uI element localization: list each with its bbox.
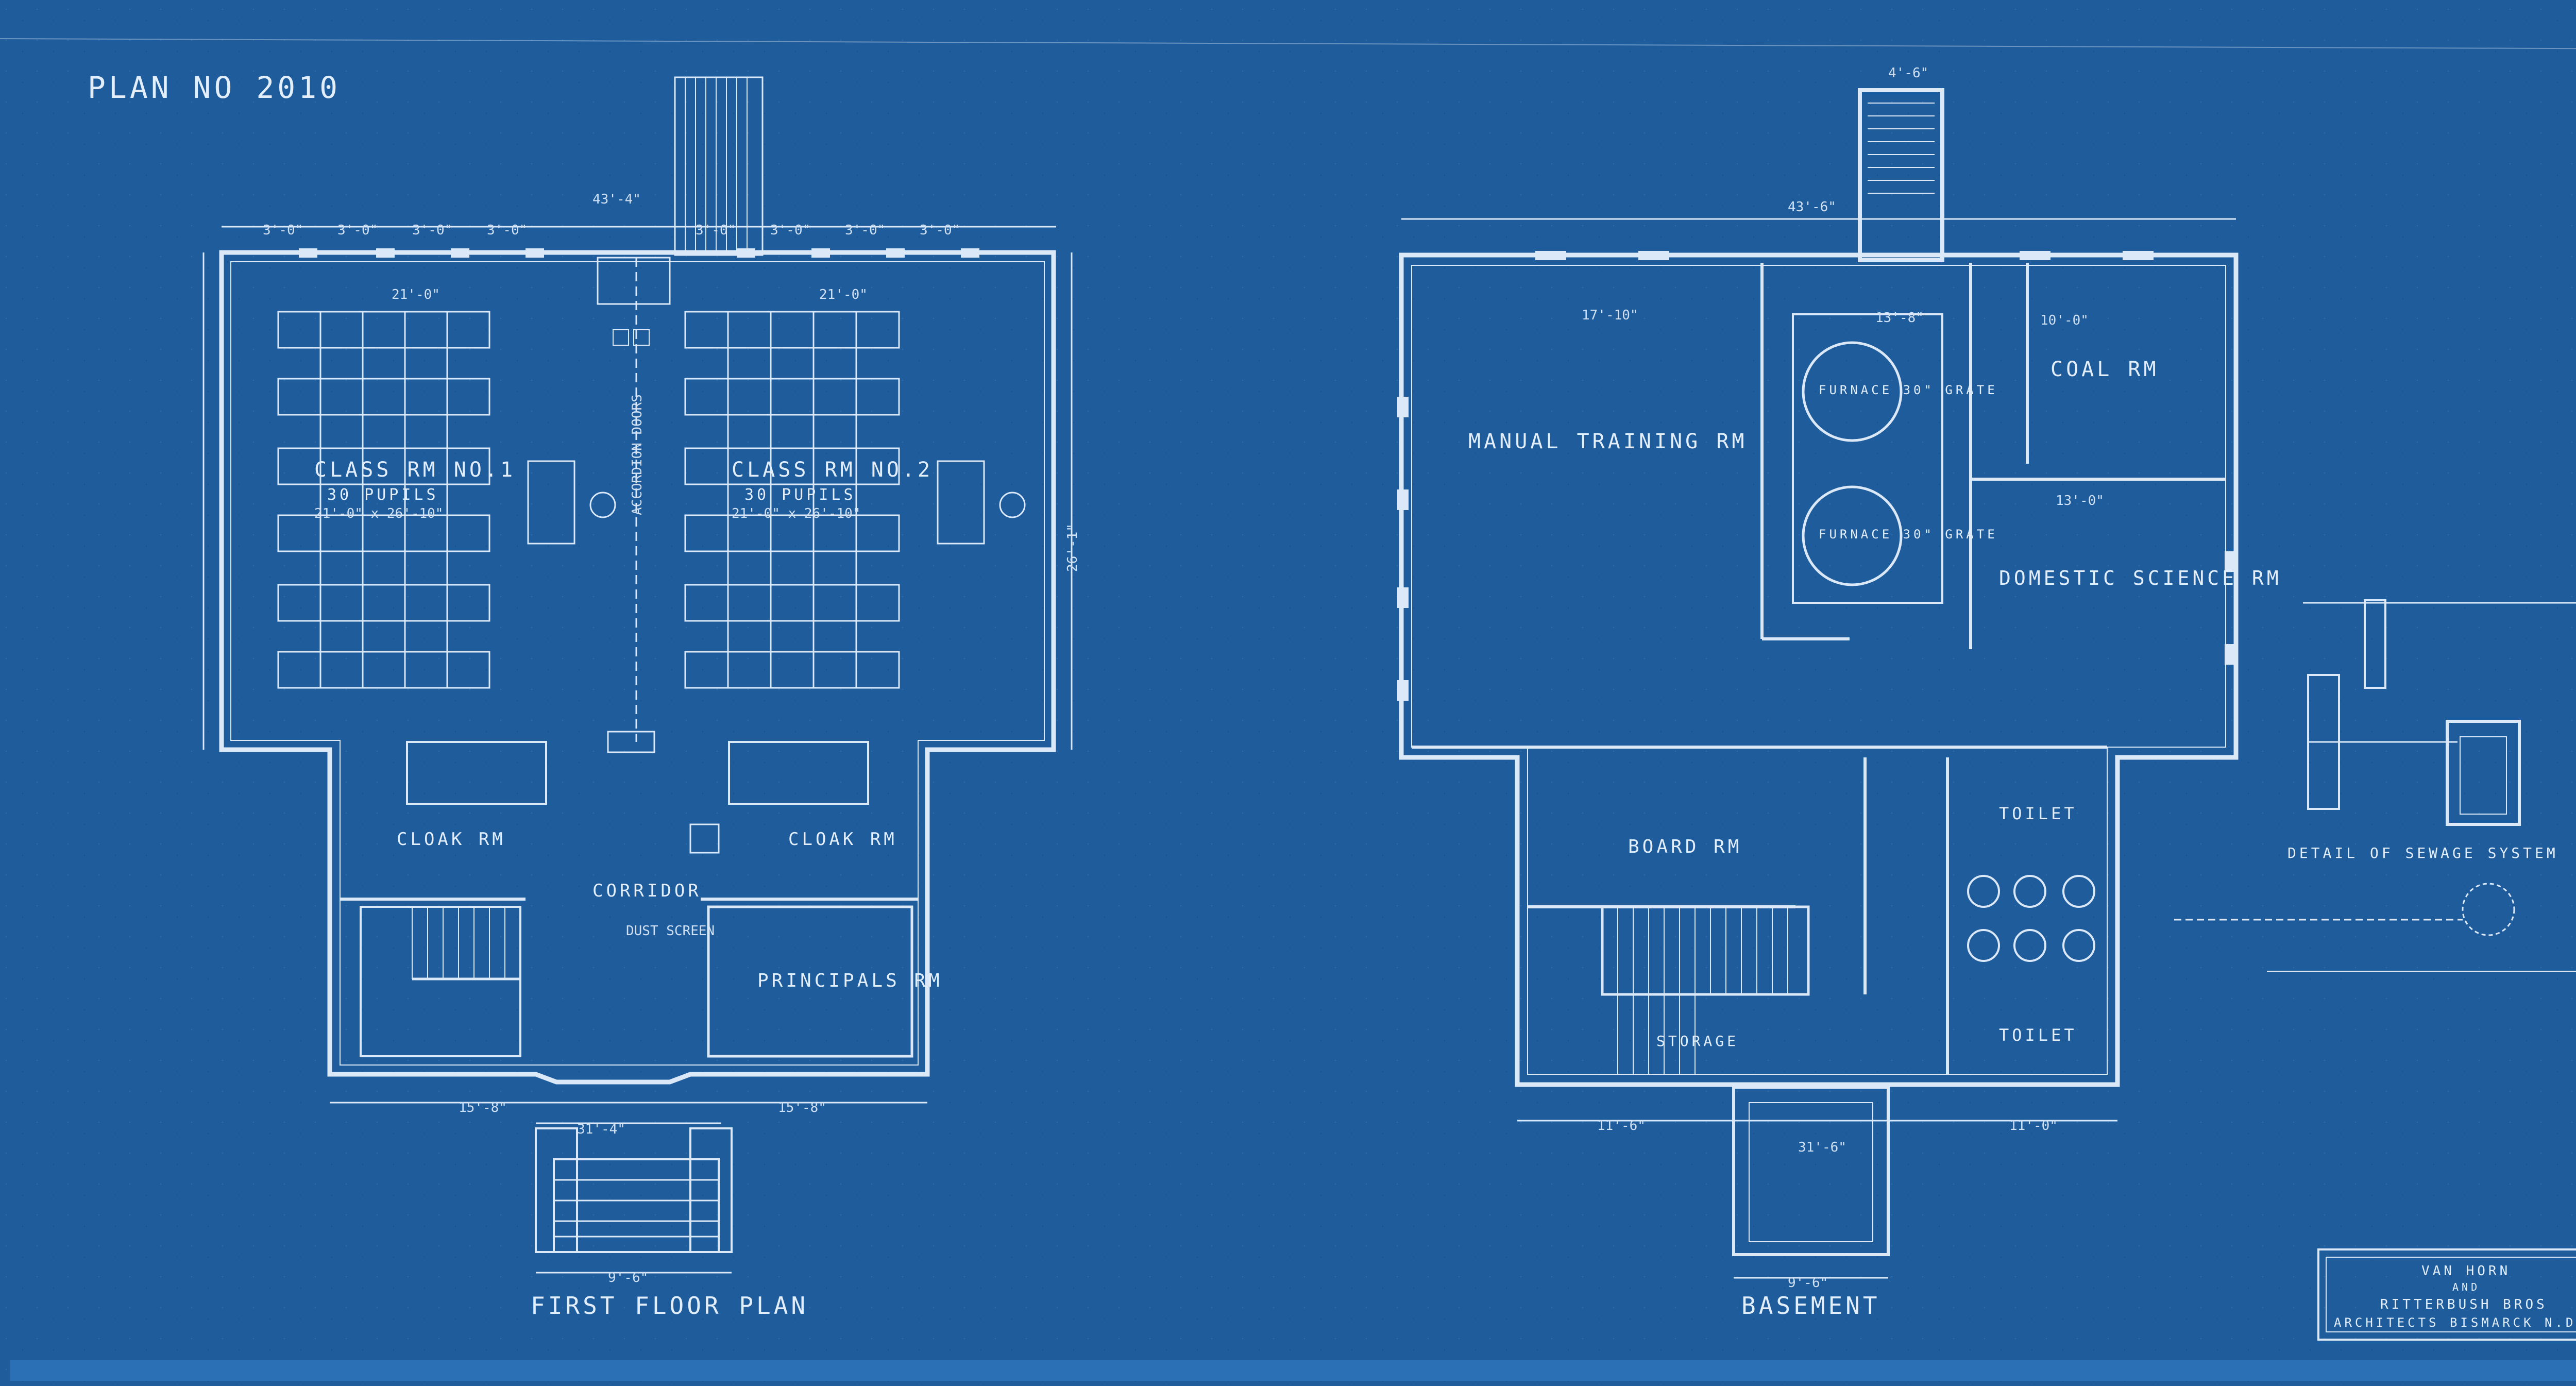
svg-text:30 PUPILS: 30 PUPILS (744, 486, 856, 504)
svg-text:3'-0": 3'-0" (920, 223, 960, 238)
sewage-detail: DETAIL OF SEWAGE SYSTEM (2174, 599, 2576, 972)
first-floor-depth: 26'-1" (1065, 523, 1080, 572)
furnace-1 (1802, 341, 1903, 442)
basement-title: BASEMENT (1741, 1292, 1880, 1320)
svg-text:DUST SCREEN: DUST SCREEN (626, 923, 715, 939)
paper-edge (10, 1360, 2576, 1381)
cloak-room-right-label: CLOAK RM (788, 829, 897, 850)
classroom-2-desks (684, 311, 900, 689)
principal-room-label: PRINCIPALS RM (757, 970, 943, 991)
svg-text:3'-0": 3'-0" (845, 223, 885, 238)
svg-text:15'-8": 15'-8" (778, 1100, 826, 1115)
basement-exterior-stair (1858, 88, 1944, 262)
cloak-room-left-label: CLOAK RM (397, 829, 506, 850)
first-floor-outer-wall (219, 250, 1056, 1085)
toilet-top-label: TOILET (1999, 804, 2077, 823)
title-block: VAN HORN AND RITTERBUSH BROS ARCHITECTS … (2317, 1248, 2576, 1341)
basement-areaway (1732, 1086, 1890, 1256)
first-floor-overall-width: 43'-4" (592, 192, 641, 207)
svg-text:15'-8": 15'-8" (459, 1100, 507, 1115)
corridor-label: CORRIDOR (592, 881, 702, 901)
svg-text:21'-0" x 26'-10": 21'-0" x 26'-10" (314, 506, 443, 521)
manual-training-label: MANUAL TRAINING RM (1468, 430, 1747, 453)
teacher-desk-1 (527, 460, 575, 545)
svg-text:13'-8": 13'-8" (1875, 310, 1924, 326)
first-floor-windows (299, 248, 979, 258)
svg-text:21'-0" x 26'-10": 21'-0" x 26'-10" (732, 506, 860, 521)
rear-stair (674, 76, 764, 256)
first-floor-between-doors: 31'-4" (577, 1122, 625, 1137)
svg-text:AND: AND (2452, 1281, 2480, 1293)
accordion-doors-note: ACCORDION DOORS (630, 394, 645, 515)
first-floor-plan: 43'-4" 3'-0" 3'-0" 3'-0" 3'-0" 3'-0" 3'-… (202, 76, 1080, 1320)
furnace-2 (1802, 485, 1903, 586)
first-floor-title: FIRST FLOOR PLAN (531, 1292, 808, 1320)
basement-overall-width: 43'-6" (1788, 199, 1836, 215)
domestic-science-label: DOMESTIC SCIENCE RM (1999, 567, 2282, 589)
svg-text:9'-6": 9'-6" (608, 1270, 648, 1286)
svg-text:3'-0": 3'-0" (770, 223, 810, 238)
principal-room (707, 905, 913, 1058)
basement-outer-wall (1399, 252, 2239, 1087)
board-room-label: BOARD RM (1628, 836, 1742, 857)
svg-text:FURNACE 30" GRATE: FURNACE 30" GRATE (1819, 527, 1998, 542)
svg-text:4'-6": 4'-6" (1888, 65, 1928, 81)
window-dimensions: 3'-0" 3'-0" 3'-0" 3'-0" 3'-0" 3'-0" 3'-0… (263, 223, 960, 238)
toilet-fixtures (1967, 875, 2095, 962)
basement-entry-width: 31'-6" (1798, 1140, 1846, 1155)
svg-text:3'-0": 3'-0" (263, 223, 303, 238)
svg-text:11'-6": 11'-6" (1597, 1118, 1646, 1134)
teacher-desk-2 (937, 460, 985, 545)
coal-room-label: COAL RM (2050, 358, 2159, 381)
svg-text:3'-0": 3'-0" (412, 223, 452, 238)
svg-text:11'-0": 11'-0" (2009, 1118, 2058, 1134)
storage-label: STORAGE (1656, 1033, 1739, 1050)
svg-text:21'-0": 21'-0" (819, 287, 868, 302)
svg-text:13'-0": 13'-0" (2056, 493, 2104, 509)
svg-text:RITTERBUSH BROS: RITTERBUSH BROS (2380, 1297, 2548, 1312)
svg-text:VAN HORN: VAN HORN (2421, 1263, 2511, 1279)
main-stair (360, 906, 521, 1057)
classroom-2-label: CLASS RM NO.2 (732, 458, 933, 482)
basement-plan: 4'-6" 43'-6" FURNACE (1397, 65, 2282, 1320)
classroom-1-desks (277, 311, 490, 689)
toilet-bottom-label: TOILET (1999, 1025, 2077, 1045)
svg-text:21'-0": 21'-0" (392, 287, 440, 302)
svg-text:10'-0": 10'-0" (2040, 313, 2089, 328)
svg-text:3'-0": 3'-0" (487, 223, 527, 238)
svg-text:3'-0": 3'-0" (337, 223, 378, 238)
svg-text:9'-6": 9'-6" (1788, 1275, 1828, 1291)
front-steps (553, 1158, 720, 1253)
svg-text:17'-10": 17'-10" (1582, 308, 1638, 323)
svg-text:ARCHITECTS BISMARCK N.D.: ARCHITECTS BISMARCK N.D. (2334, 1315, 2576, 1330)
classroom-1-label: CLASS RM NO.1 (314, 458, 516, 482)
svg-text:30 PUPILS: 30 PUPILS (327, 486, 439, 504)
svg-text:FURNACE 30" GRATE: FURNACE 30" GRATE (1819, 383, 1998, 397)
sewage-detail-title: DETAIL OF SEWAGE SYSTEM (2287, 844, 2558, 861)
plan-number: PLAN NO 2010 (88, 70, 341, 105)
